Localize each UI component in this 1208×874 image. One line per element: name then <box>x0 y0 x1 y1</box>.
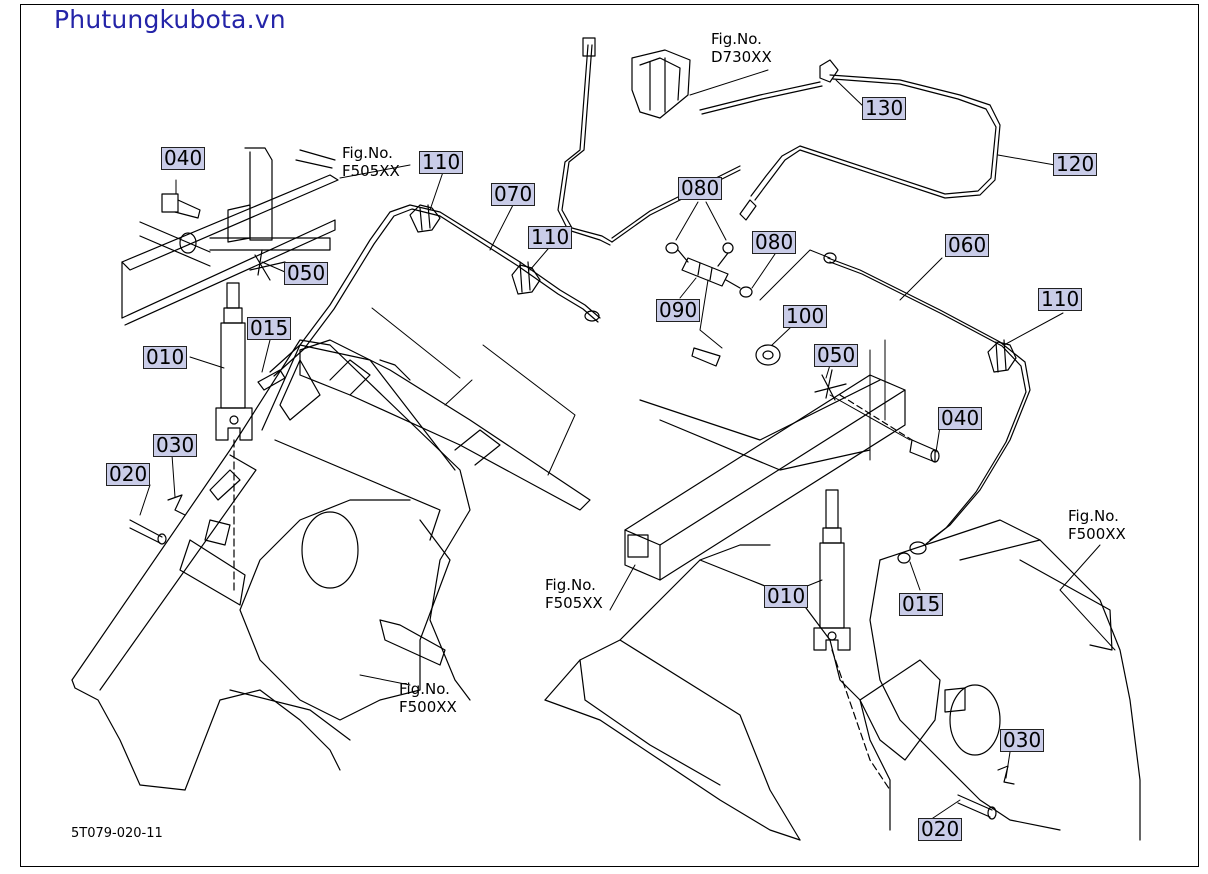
figref-f500-right[interactable]: Fig.No. F500XX <box>1068 507 1126 543</box>
callout-080-top[interactable]: 080 <box>678 177 723 200</box>
right-main-frame <box>544 379 1141 841</box>
callout-020-right[interactable]: 020 <box>918 818 963 841</box>
leader-lines <box>139 69 1116 821</box>
callout-010-left[interactable]: 010 <box>143 346 188 369</box>
figref-f505-bottom[interactable]: Fig.No. F505XX <box>545 576 603 612</box>
drawing-code: 5T079-020-11 <box>71 826 163 841</box>
callout-070[interactable]: 070 <box>491 183 536 206</box>
callout-040-left[interactable]: 040 <box>161 147 206 170</box>
callout-110-mid[interactable]: 110 <box>528 226 573 249</box>
figref-f500-bottom[interactable]: Fig.No. F500XX <box>399 680 457 716</box>
left-main-frame <box>71 339 471 791</box>
right-crossbeam <box>624 374 906 581</box>
right-cylinder <box>813 489 891 791</box>
callout-010-right[interactable]: 010 <box>764 585 809 608</box>
grommet-100 <box>691 344 781 367</box>
callout-110-right[interactable]: 110 <box>1038 288 1083 311</box>
callout-060[interactable]: 060 <box>945 234 990 257</box>
figref-line2: D730XX <box>711 48 772 66</box>
right-cotter-050 <box>814 369 847 401</box>
figref-d730[interactable]: Fig.No. D730XX <box>711 30 772 66</box>
left-pin-020-030 <box>129 494 186 545</box>
callout-100[interactable]: 100 <box>783 305 828 328</box>
callout-015-left[interactable]: 015 <box>247 317 292 340</box>
figref-f505-top[interactable]: Fig.No. F505XX <box>342 144 400 180</box>
callout-080-right[interactable]: 080 <box>752 231 797 254</box>
figref-line2: F500XX <box>1068 525 1126 543</box>
figref-line1: Fig.No. <box>399 680 450 698</box>
left-hose-070 <box>257 204 601 391</box>
left-cylinder <box>215 282 253 591</box>
figref-line1: Fig.No. <box>711 30 762 48</box>
figref-line1: Fig.No. <box>342 144 393 162</box>
callout-050-right[interactable]: 050 <box>814 344 859 367</box>
right-hose-060 <box>823 252 1031 564</box>
callout-120[interactable]: 120 <box>1053 153 1098 176</box>
callout-030-left[interactable]: 030 <box>153 434 198 457</box>
callout-050-left[interactable]: 050 <box>284 262 329 285</box>
figref-line1: Fig.No. <box>1068 507 1119 525</box>
callout-040-right[interactable]: 040 <box>938 407 983 430</box>
figref-line2: F505XX <box>342 162 400 180</box>
left-rotating-bracket <box>299 339 591 511</box>
callout-015-right[interactable]: 015 <box>899 593 944 616</box>
right-pin-040 <box>839 394 940 463</box>
tee-fitting-090 <box>665 242 753 298</box>
callout-090[interactable]: 090 <box>656 299 701 322</box>
drawing-frame <box>20 4 1199 867</box>
left-cotter-050 <box>249 249 286 281</box>
callout-130[interactable]: 130 <box>862 97 907 120</box>
left-pin-040 <box>139 149 336 267</box>
left-frame-beams <box>121 147 339 326</box>
callout-110-top-left[interactable]: 110 <box>419 151 464 174</box>
callout-030-right[interactable]: 030 <box>1000 729 1045 752</box>
hydraulic-valve-and-hoses <box>557 37 1001 246</box>
figref-line2: F505XX <box>545 594 603 612</box>
callout-020-left[interactable]: 020 <box>106 463 151 486</box>
right-pin-020-030 <box>957 765 1015 820</box>
brand-watermark: Phutungkubota.vn <box>54 5 286 34</box>
figref-line2: F500XX <box>399 698 457 716</box>
figref-line1: Fig.No. <box>545 576 596 594</box>
